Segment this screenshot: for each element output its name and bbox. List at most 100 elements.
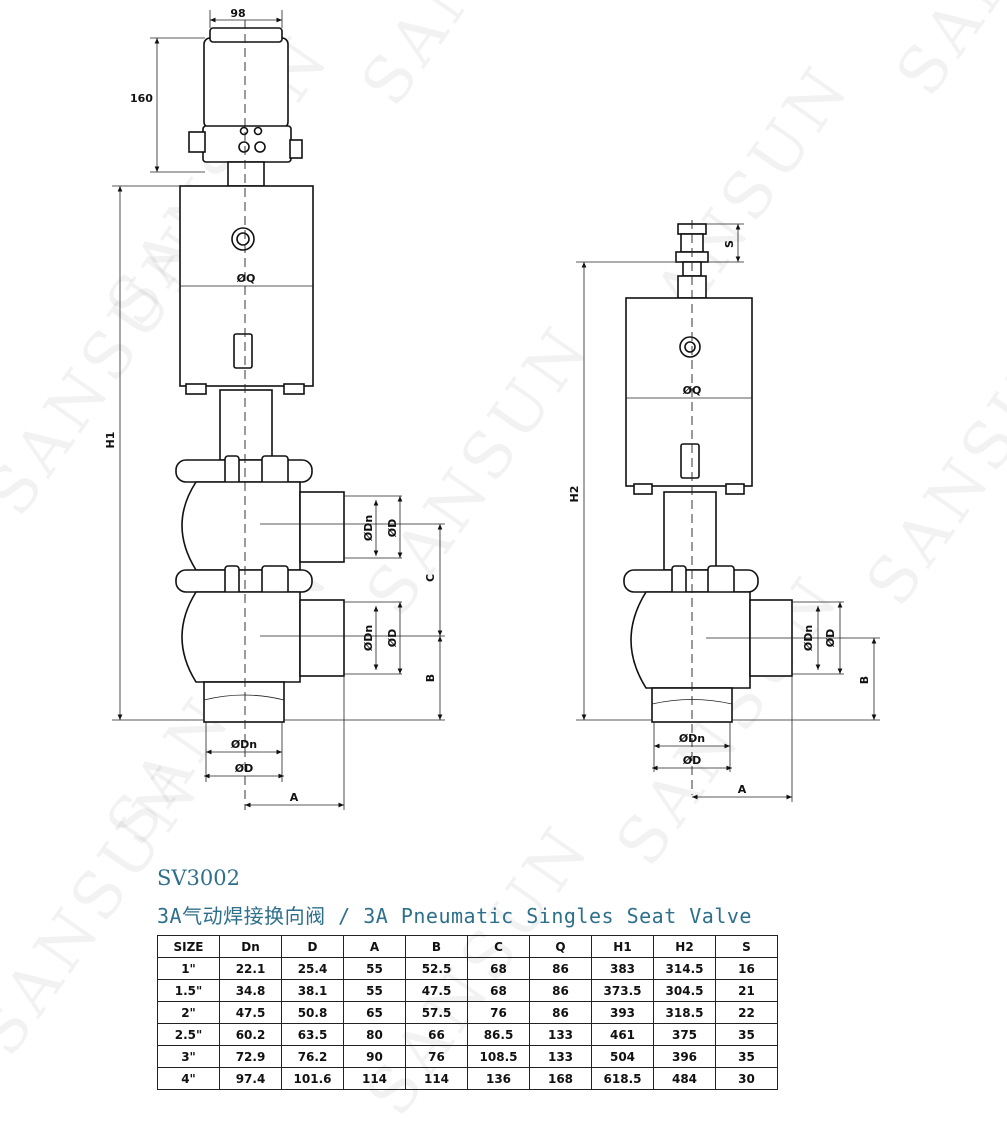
table-cell: 383	[591, 957, 654, 980]
table-cell: 1"	[157, 957, 220, 980]
valve-left-drawing: 98 160 ØQ H1 ØDn ØD ØDn ØD C B	[104, 7, 445, 810]
table-cell: 47.5	[405, 979, 468, 1002]
spec-table: SIZE Dn D A B C Q H1 H2 S 1" 22.1 25.4 5…	[157, 935, 778, 1090]
product-subtitle: 3A气动焊接换向阀 / 3A Pneumatic Singles Seat Va…	[157, 904, 752, 928]
table-cell: 30	[715, 1067, 778, 1090]
table-cell: 618.5	[591, 1067, 654, 1090]
table-cell: 80	[343, 1023, 406, 1046]
table-cell: 375	[653, 1023, 716, 1046]
dimension-h1: H1	[104, 432, 117, 449]
table-cell: 60.2	[219, 1023, 282, 1046]
table-cell: 55	[343, 957, 406, 980]
table-header-cell: H1	[591, 935, 654, 958]
dimension-d-lower: ØD	[386, 629, 399, 647]
table-cell: 97.4	[219, 1067, 282, 1090]
valve-right-drawing: S ØQ H2 ØDn ØD B ØDn ØD A	[568, 220, 880, 802]
table-cell: 65	[343, 1001, 406, 1024]
table-cell: 504	[591, 1045, 654, 1068]
table-cell: 304.5	[653, 979, 716, 1002]
table-cell: 136	[467, 1067, 530, 1090]
table-header-cell: D	[281, 935, 344, 958]
table-cell: 21	[715, 979, 778, 1002]
table-cell: 4"	[157, 1067, 220, 1090]
table-header-cell: S	[715, 935, 778, 958]
table-cell: 133	[529, 1023, 592, 1046]
table-row: 1" 22.1 25.4 55 52.5 68 86 383 314.5 16	[157, 957, 778, 980]
watermark: SANSUN	[852, 302, 1007, 620]
table-header-cell: H2	[653, 935, 716, 958]
table-cell: 2.5"	[157, 1023, 220, 1046]
table-cell: 1.5"	[157, 979, 220, 1002]
watermark: SANSUN	[347, 0, 600, 119]
dimension-98: 98	[230, 7, 245, 20]
dimension-b-left: B	[424, 674, 437, 682]
table-header-cell: Q	[529, 935, 592, 958]
table-cell: 76	[467, 1001, 530, 1024]
table-cell: 86	[529, 1001, 592, 1024]
table-cell: 396	[653, 1045, 716, 1068]
table-cell: 52.5	[405, 957, 468, 980]
table-cell: 101.6	[281, 1067, 344, 1090]
table-cell: 461	[591, 1023, 654, 1046]
table-cell: 57.5	[405, 1001, 468, 1024]
dimension-a-left: A	[290, 791, 299, 804]
table-row: 2" 47.5 50.8 65 57.5 76 86 393 318.5 22	[157, 1001, 778, 1024]
table-header-cell: B	[405, 935, 468, 958]
table-cell: 35	[715, 1023, 778, 1046]
dimension-h2: H2	[568, 486, 581, 503]
table-cell: 16	[715, 957, 778, 980]
table-cell: 90	[343, 1045, 406, 1068]
table-cell: 2"	[157, 1001, 220, 1024]
table-cell: 47.5	[219, 1001, 282, 1024]
dimension-s: S	[723, 240, 736, 248]
table-cell: 86.5	[467, 1023, 530, 1046]
dimension-a-right: A	[738, 783, 747, 796]
dimension-dn-upper: ØDn	[362, 515, 375, 541]
table-cell: 68	[467, 957, 530, 980]
table-cell: 314.5	[653, 957, 716, 980]
table-cell: 373.5	[591, 979, 654, 1002]
table-cell: 114	[343, 1067, 406, 1090]
model-title: SV3002	[157, 866, 240, 890]
dimension-c: C	[424, 574, 437, 582]
table-cell: 108.5	[467, 1045, 530, 1068]
table-cell: 34.8	[219, 979, 282, 1002]
table-cell: 38.1	[281, 979, 344, 1002]
dimension-dn-bottom-left: ØDn	[231, 738, 257, 751]
table-cell: 114	[405, 1067, 468, 1090]
table-cell: 22	[715, 1001, 778, 1024]
dimension-q-left: ØQ	[237, 272, 256, 285]
dimension-d-bottom-left: ØD	[235, 762, 253, 775]
table-cell: 35	[715, 1045, 778, 1068]
watermark: SANSUN	[352, 312, 605, 630]
table-cell: 25.4	[281, 957, 344, 980]
table-header-cell: Dn	[219, 935, 282, 958]
dimension-d-bottom-right: ØD	[683, 754, 701, 767]
table-cell: 76	[405, 1045, 468, 1068]
table-cell: 86	[529, 979, 592, 1002]
table-row: 4" 97.4 101.6 114 114 136 168 618.5 484 …	[157, 1067, 778, 1090]
table-cell: 168	[529, 1067, 592, 1090]
table-cell: 50.8	[281, 1001, 344, 1024]
dimension-160: 160	[130, 92, 153, 105]
table-row: 3" 72.9 76.2 90 76 108.5 133 504 396 35	[157, 1045, 778, 1068]
dimension-q-right: ØQ	[683, 384, 702, 397]
table-cell: 68	[467, 979, 530, 1002]
dimension-dn-bottom-right: ØDn	[679, 732, 705, 745]
table-cell: 66	[405, 1023, 468, 1046]
table-header-cell: A	[343, 935, 406, 958]
table-row: 1.5" 34.8 38.1 55 47.5 68 86 373.5 304.5…	[157, 979, 778, 1002]
table-cell: 133	[529, 1045, 592, 1068]
watermark: SANSUN	[882, 0, 1007, 109]
table-cell: 3"	[157, 1045, 220, 1068]
table-cell: 86	[529, 957, 592, 980]
table-cell: 55	[343, 979, 406, 1002]
table-cell: 63.5	[281, 1023, 344, 1046]
dimension-d-upper: ØD	[386, 519, 399, 537]
table-cell: 72.9	[219, 1045, 282, 1068]
table-cell: 318.5	[653, 1001, 716, 1024]
table-cell: 76.2	[281, 1045, 344, 1068]
table-cell: 393	[591, 1001, 654, 1024]
table-header-cell: SIZE	[157, 935, 220, 958]
table-row: 2.5" 60.2 63.5 80 66 86.5 133 461 375 35	[157, 1023, 778, 1046]
